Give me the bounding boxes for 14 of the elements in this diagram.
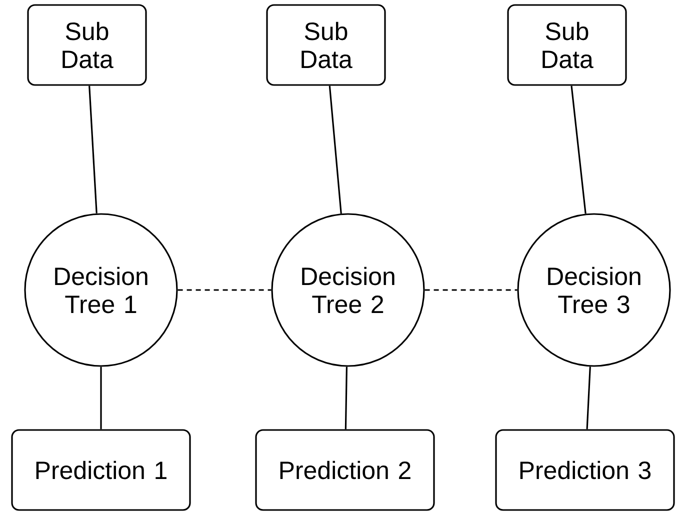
prediction-box: Prediction 3 <box>495 429 675 511</box>
prediction-box: Prediction 2 <box>255 429 435 511</box>
connector-line <box>88 86 98 214</box>
dashed-line <box>178 289 272 291</box>
connector-line <box>570 86 586 214</box>
prediction-box: Prediction 1 <box>11 429 191 511</box>
connector-line <box>586 366 591 430</box>
dashed-line <box>424 289 518 291</box>
connector-line <box>100 366 102 430</box>
sub-data-box: Sub Data <box>266 4 386 86</box>
sub-data-box: Sub Data <box>27 4 147 86</box>
sub-data-box: Sub Data <box>507 4 627 86</box>
connector-line <box>344 366 348 430</box>
connector-line <box>328 86 342 214</box>
